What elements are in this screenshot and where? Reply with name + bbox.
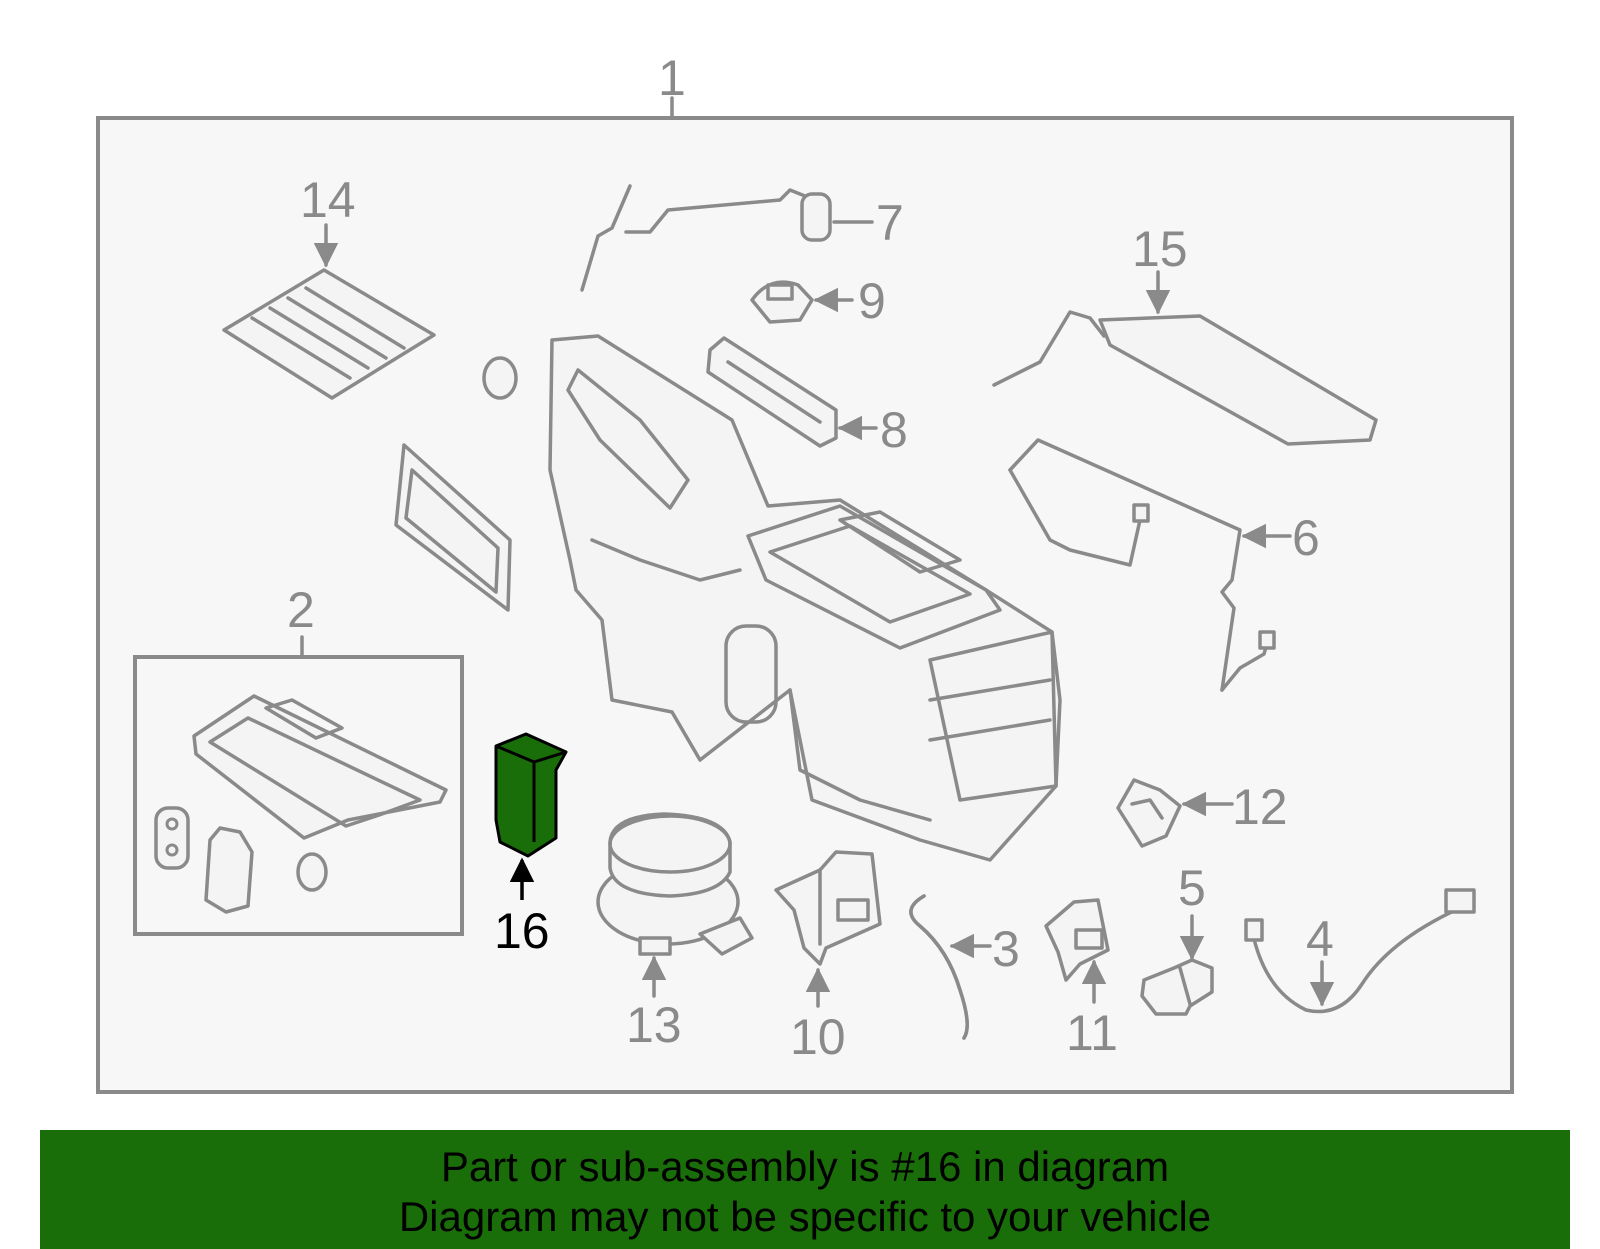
part-14-cabin-filter[interactable] [222, 268, 436, 400]
hvac-housing [548, 334, 1062, 862]
banner-line-1: Part or sub-assembly is #16 in diagram [440, 1143, 1170, 1190]
callout-3: 3 [992, 921, 1020, 977]
info-banner: Part or sub-assembly is #16 in diagram D… [40, 1130, 1570, 1249]
callout-12: 12 [1232, 779, 1288, 835]
callout-10: 10 [790, 1009, 846, 1065]
callout-9: 9 [858, 273, 886, 329]
part-13-blower-motor[interactable] [596, 812, 754, 956]
callout-7: 7 [876, 195, 904, 251]
part-16-shape[interactable] [494, 732, 568, 858]
part-8-vent[interactable] [706, 336, 838, 448]
part-6-harness[interactable] [1008, 438, 1276, 692]
part-9-actuator[interactable] [750, 280, 814, 324]
callout-5: 5 [1178, 860, 1206, 916]
part-7-sensor[interactable] [580, 184, 832, 292]
callout-4: 4 [1306, 911, 1334, 967]
part-5-sensor[interactable] [1140, 958, 1214, 1016]
part-2-door-kit[interactable] [154, 694, 448, 914]
part-12-clip[interactable] [1116, 778, 1182, 848]
banner-line-2: Diagram may not be specific to your vehi… [398, 1193, 1212, 1240]
callout-8: 8 [880, 402, 908, 458]
callout-15: 15 [1132, 221, 1188, 277]
part-10-actuator[interactable] [774, 850, 882, 966]
callout-13: 13 [626, 997, 682, 1053]
part-11-actuator[interactable] [1044, 898, 1110, 982]
callout-14: 14 [300, 172, 356, 228]
o-ring [482, 356, 518, 400]
part-15-heater-core[interactable] [992, 310, 1378, 446]
part-16-highlighted[interactable] [494, 732, 568, 858]
callout-16: 16 [494, 903, 550, 959]
callout-2: 2 [287, 582, 315, 638]
callout-6: 6 [1292, 510, 1320, 566]
part-4-wire[interactable] [1244, 888, 1476, 1014]
callout-1: 1 [658, 50, 686, 106]
callout-11: 11 [1066, 1005, 1118, 1061]
filter-door [394, 443, 512, 612]
